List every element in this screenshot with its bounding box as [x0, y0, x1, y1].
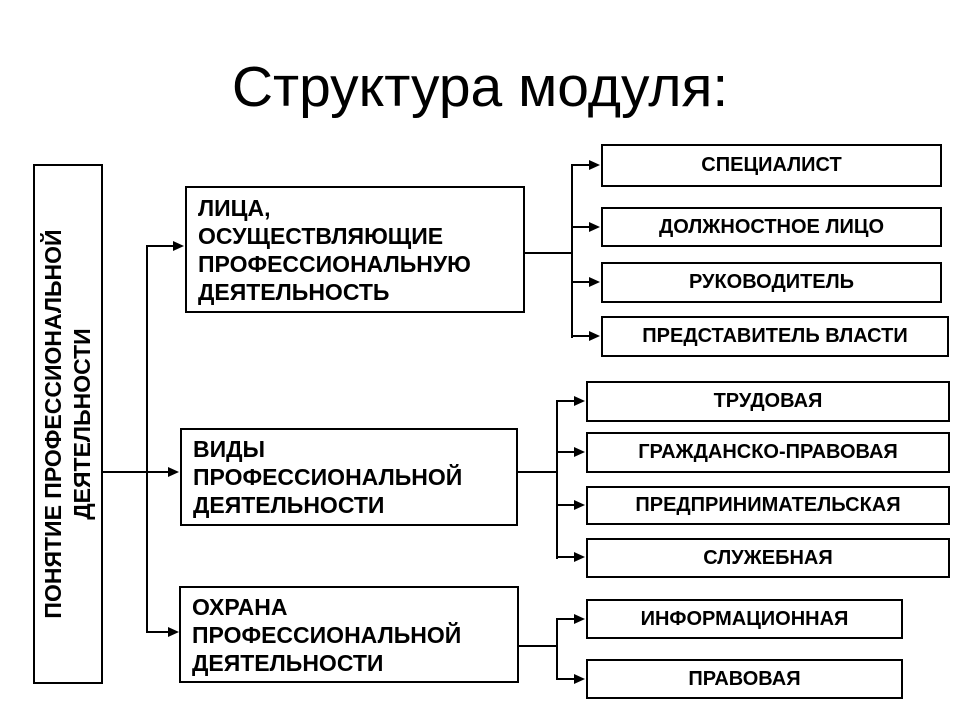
arrowhead-to-manager [589, 277, 600, 287]
arrowhead-to-service [574, 552, 585, 562]
child-box-civil-law: ГРАЖДАНСКО-ПРАВОВАЯ [586, 432, 950, 473]
arrowhead-to-persons [173, 241, 184, 251]
child-box-service: СЛУЖЕБНАЯ [586, 538, 950, 578]
connector-protection-vline [556, 618, 558, 680]
child-box-authority-rep: ПРЕДСТАВИТЕЛЬ ВЛАСТИ [601, 316, 949, 357]
arrowhead-to-entrepreneurial [574, 500, 585, 510]
connector-to-manager [571, 281, 591, 283]
connector-to-legal [556, 678, 575, 680]
branch-box-line: ОСУЩЕСТВЛЯЮЩИЕ [198, 222, 444, 249]
child-box-informational: ИНФОРМАЦИОННАЯ [586, 599, 903, 639]
connector-to-protection [146, 631, 170, 633]
branch-box-line: ПРОФЕССИОНАЛЬНОЙ [192, 621, 462, 648]
child-box-manager: РУКОВОДИТЕЛЬ [601, 262, 942, 303]
connector-persons-out [523, 252, 572, 254]
root-box-line: ДЕЯТЕЛЬНОСТИ [69, 328, 95, 520]
connector-root-trunk [103, 471, 169, 473]
connector-to-specialist [571, 164, 591, 166]
arrowhead-to-types [168, 467, 179, 477]
slide-title: Структура модуля: [231, 55, 729, 119]
root-box [33, 164, 103, 684]
branch-box-line: ДЕЯТЕЛЬНОСТЬ [198, 278, 390, 305]
connector-to-service [556, 556, 575, 558]
branch-box-line: ДЕЯТЕЛЬНОСТИ [193, 492, 385, 518]
branch-box-line: ДЕЯТЕЛЬНОСТИ [192, 649, 384, 676]
connector-persons-vline [571, 164, 573, 338]
child-box-legal: ПРАВОВАЯ [586, 659, 903, 699]
child-box-official: ДОЛЖНОСТНОЕ ЛИЦО [601, 207, 942, 247]
branch-box-protection: ОХРАНА ПРОФЕССИОНАЛЬНОЙ ДЕЯТЕЛЬНОСТИ [179, 586, 519, 683]
branch-box-line: ВИДЫ [193, 436, 266, 462]
arrowhead-to-official [589, 222, 600, 232]
child-box-specialist: СПЕЦИАЛИСТ [601, 144, 942, 187]
branch-box-line: ПРОФЕССИОНАЛЬНОЙ [193, 464, 463, 490]
connector-to-entrepreneurial [556, 504, 575, 506]
arrowhead-to-civil-law [574, 447, 585, 457]
connector-types-vline [556, 400, 558, 559]
child-box-entrepreneurial: ПРЕДПРИНИМАТЕЛЬСКАЯ [586, 486, 950, 525]
arrowhead-to-informational [574, 614, 585, 624]
connector-types-out [516, 471, 558, 473]
connector-to-persons [146, 245, 174, 247]
connector-to-authority-rep [571, 335, 591, 337]
connector-to-informational [556, 618, 575, 620]
arrowhead-to-protection [168, 627, 179, 637]
arrowhead-to-authority-rep [589, 331, 600, 341]
branch-box-types: ВИДЫ ПРОФЕССИОНАЛЬНОЙ ДЕЯТЕЛЬНОСТИ [180, 428, 518, 526]
branch-box-line: ЛИЦА, [198, 194, 271, 221]
root-box-text: ПОНЯТИЕ ПРОФЕССИОНАЛЬНОЙ ДЕЯТЕЛЬНОСТИ [33, 164, 103, 684]
child-box-labor: ТРУДОВАЯ [586, 381, 950, 422]
arrowhead-to-legal [574, 674, 585, 684]
connector-protection-out [517, 645, 558, 647]
branch-box-line: ПРОФЕССИОНАЛЬНУЮ [198, 250, 471, 277]
arrowhead-to-specialist [589, 160, 600, 170]
root-box-line: ПОНЯТИЕ ПРОФЕССИОНАЛЬНОЙ [40, 229, 66, 619]
connector-to-labor [556, 400, 575, 402]
branch-box-persons: ЛИЦА, ОСУЩЕСТВЛЯЮЩИЕ ПРОФЕССИОНАЛЬНУЮ ДЕ… [185, 186, 525, 313]
connector-to-civil-law [556, 451, 575, 453]
connector-root-branch-vline [146, 245, 148, 633]
branch-box-line: ОХРАНА [192, 593, 288, 620]
connector-to-official [571, 226, 591, 228]
arrowhead-to-labor [574, 396, 585, 406]
